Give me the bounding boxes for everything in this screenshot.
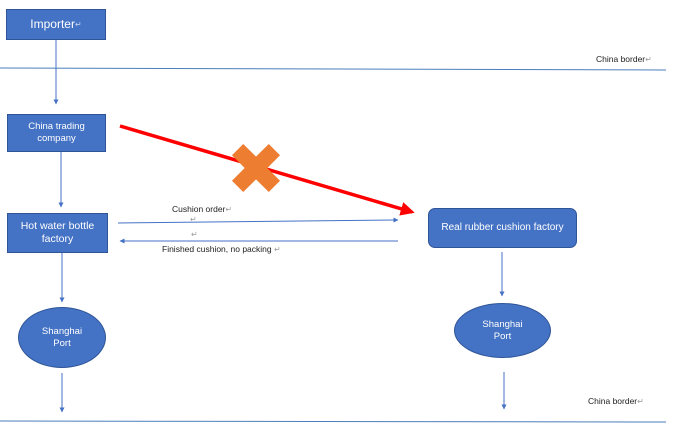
china-border-label-top: China border↵ — [596, 54, 652, 64]
rubber-factory-label: Real rubber cushion factory — [441, 221, 564, 233]
hot-water-factory-box: Hot water bottle factory — [7, 213, 108, 253]
shanghai-port-left-node: Shanghai Port — [18, 307, 106, 368]
paragraph-mark: ↵ — [190, 215, 197, 224]
paragraph-mark-finished: ↵ — [191, 230, 198, 239]
cushion-order-text: Cushion order — [172, 204, 226, 214]
rubber-factory-box: Real rubber cushion factory — [428, 208, 577, 248]
paragraph-mark: ↵ — [637, 397, 644, 406]
cushion-order-arrow — [117, 217, 399, 224]
china-border-line-bottom — [0, 420, 667, 423]
cushion-order-label: Cushion order↵ — [172, 204, 232, 214]
paragraph-mark: ↵ — [191, 230, 198, 239]
china-border-top-text: China border — [596, 54, 646, 64]
shanghai-port-right-node: Shanghai Port — [454, 303, 551, 358]
hot-water-factory-label: Hot water bottle factory — [20, 219, 95, 245]
paragraph-mark: ↵ — [274, 245, 281, 254]
trading-company-label: China trading company — [28, 121, 85, 144]
shanghai-port-right-label: Shanghai Port — [482, 318, 523, 342]
china-border-bottom-text: China border — [588, 396, 638, 406]
china-border-line-top — [0, 67, 667, 71]
paragraph-mark-order: ↵ — [190, 215, 197, 224]
finished-cushion-text: Finished cushion, no packing — [162, 244, 272, 254]
finished-cushion-label: Finished cushion, no packing ↵ — [162, 244, 281, 254]
shanghai-port-left-label: Shanghai Port — [41, 325, 83, 349]
importer-box: Importer↵ — [6, 9, 106, 40]
paragraph-mark: ↵ — [74, 19, 82, 29]
trading-company-box: China trading company — [7, 114, 106, 152]
x-mark-icon — [231, 143, 281, 193]
china-border-label-bottom: China border↵ — [588, 396, 644, 406]
paragraph-mark: ↵ — [225, 205, 233, 214]
paragraph-mark: ↵ — [645, 55, 652, 64]
importer-label: Importer — [30, 17, 75, 31]
